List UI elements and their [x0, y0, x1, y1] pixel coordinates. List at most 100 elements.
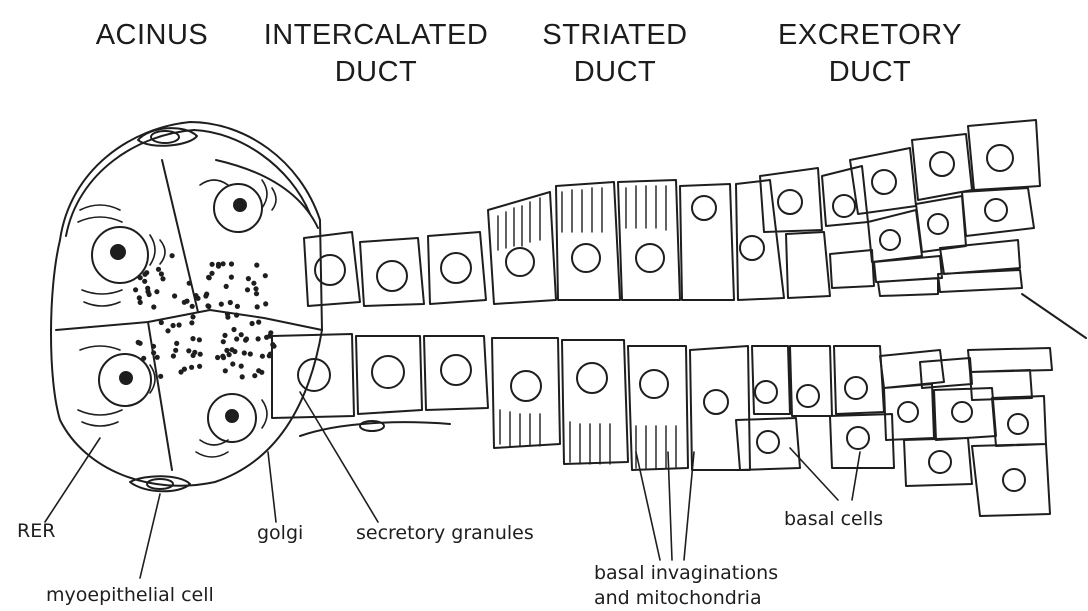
intercalated-nucleus-6: [441, 355, 471, 385]
excretory-nucleus-8: [880, 230, 900, 250]
secretory-granule: [172, 293, 177, 298]
secretory-granule: [260, 354, 265, 359]
secretory-granule: [210, 262, 215, 267]
secretory-granule: [171, 323, 176, 328]
secretory-granule: [229, 275, 234, 280]
secretory-granule: [229, 261, 234, 266]
secretory-granule: [228, 300, 233, 305]
striated-nucleus-2: [572, 244, 600, 272]
intercalated-nucleus-3: [441, 253, 471, 283]
secretory-granule: [216, 262, 221, 267]
secretory-granule: [151, 350, 156, 355]
secretory-granule: [156, 267, 161, 272]
myoepithelial-cell-label: myoepithelial cell: [46, 584, 214, 606]
secretory-granules-leader: [300, 392, 378, 522]
basal-cells-leader-2: [852, 452, 860, 500]
secretory-granule: [136, 340, 141, 345]
striated-nucleus-1: [506, 248, 534, 276]
excretory-duct-group: [680, 120, 1086, 516]
secretory-granule: [197, 364, 202, 369]
secretory-granule: [221, 339, 226, 344]
secretory-granule: [255, 304, 260, 309]
excretory-nucleus-12: [755, 381, 777, 403]
secretory-granule: [246, 276, 251, 281]
excretory-nucleus-20: [929, 451, 951, 473]
secretory-granule: [230, 361, 235, 366]
secretory-granule: [221, 261, 226, 266]
acinus-envelope-top: [66, 130, 310, 236]
secretory-granule: [263, 273, 268, 278]
secretory-granule: [192, 350, 197, 355]
basal-invaginations-label-line1: basal invaginations: [594, 562, 778, 584]
secretory-granule: [197, 337, 202, 342]
excretory-nucleus-18: [952, 402, 972, 422]
secretory-granule: [251, 281, 256, 286]
secretory-granule: [141, 356, 146, 361]
secretory-granule: [198, 352, 203, 357]
secretory-granule: [231, 327, 236, 332]
striated-duct-group: [488, 180, 688, 470]
acinar-cell-border-3: [148, 322, 172, 470]
secretory-granule: [206, 304, 211, 309]
secretory-granule: [177, 322, 182, 327]
secretory-granule: [239, 364, 244, 369]
secretory-granule: [248, 351, 253, 356]
secretory-granule: [242, 350, 247, 355]
secretory-granule: [182, 367, 187, 372]
secretory-granule: [224, 348, 229, 353]
secretory-granule: [159, 320, 164, 325]
secretory-granule: [240, 374, 245, 379]
rer-leader: [45, 438, 100, 522]
secretory-granule: [133, 287, 138, 292]
excretory-nucleus-6: [930, 152, 954, 176]
secretory-granule: [170, 253, 175, 258]
secretory-granule: [137, 295, 142, 300]
secretory-granule: [190, 336, 195, 341]
excretory-nucleus-16: [847, 427, 869, 449]
secretory-granule: [225, 315, 230, 320]
secretory-granule: [259, 370, 264, 375]
excretory-nucleus-7: [987, 145, 1013, 171]
acinar-nucleolus-2: [234, 199, 246, 211]
secretory-granule: [263, 301, 268, 306]
secretory-granule: [151, 344, 156, 349]
acinar-cell-border-1: [56, 310, 322, 330]
secretory-granule: [244, 336, 249, 341]
secretory-granule: [234, 313, 239, 318]
intercalated-duct-group: [272, 232, 488, 436]
excretory-nucleus-13: [797, 385, 819, 407]
excretory-lower-columnar: [690, 346, 894, 470]
acinar-nucleolus-1: [111, 245, 125, 259]
excretory-nucleus-19: [1008, 414, 1028, 434]
secretory-granules-label: secretory granules: [356, 522, 534, 544]
excretory-nucleus-21: [1003, 469, 1025, 491]
secretory-granule: [250, 321, 255, 326]
intercalated-nucleus-5: [372, 356, 404, 388]
excretory-nucleus-5: [872, 170, 896, 194]
secretory-granule: [144, 270, 149, 275]
secretory-granule: [256, 320, 261, 325]
secretory-granule: [235, 304, 240, 309]
intercalated-upper-row: [304, 232, 486, 306]
striated-basal-striations: [498, 186, 676, 468]
striated-nucleus-5: [577, 363, 607, 393]
excretory-nucleus-1: [692, 196, 716, 220]
secretory-granule: [138, 275, 143, 280]
secretory-granule: [160, 276, 165, 281]
secretory-granule: [234, 336, 239, 341]
secretory-granule: [173, 348, 178, 353]
secretory-granule: [239, 332, 244, 337]
secretory-granule: [224, 284, 229, 289]
intercalated-nucleus-2: [377, 261, 407, 291]
striated-upper-row: [488, 180, 680, 304]
secretory-granule: [165, 328, 170, 333]
excretory-lumen-extension: [1022, 294, 1086, 338]
intercalated-lower-row: [272, 334, 488, 418]
acinar-cell-border-2: [162, 160, 198, 312]
excretory-nucleus-14: [845, 377, 867, 399]
secretory-granule: [220, 354, 225, 359]
secretory-granule: [174, 341, 179, 346]
striated-nucleus-3: [636, 244, 664, 272]
